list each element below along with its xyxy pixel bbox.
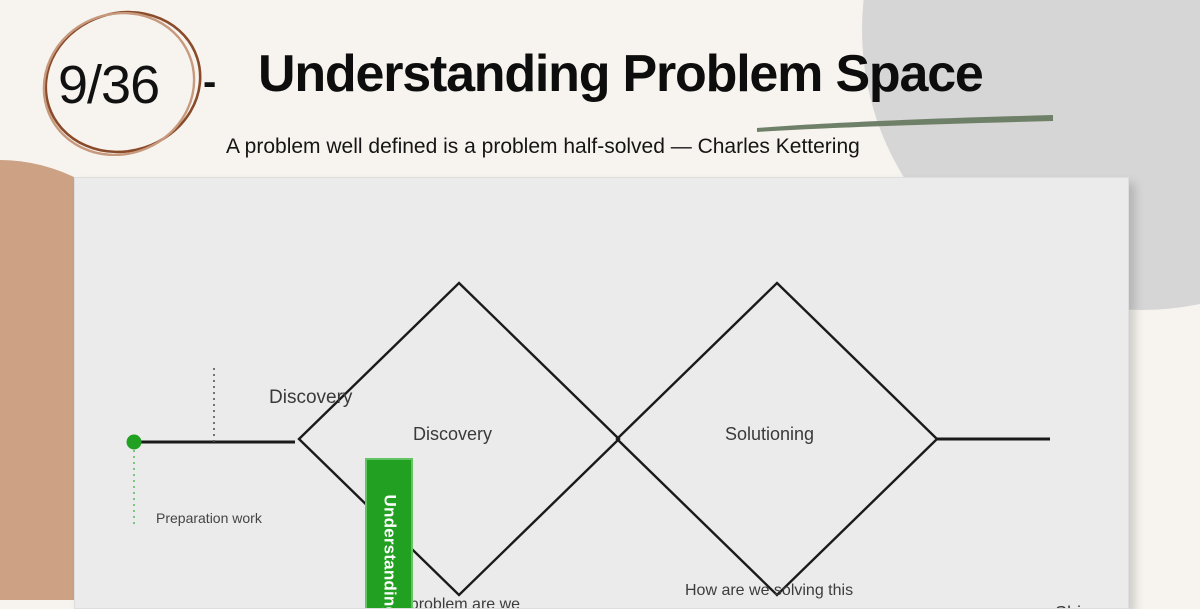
label-solutioning: Solutioning (725, 424, 815, 444)
slide-header: 9/36 - Understanding Problem Space A pro… (0, 0, 1200, 180)
page-title-row: Understanding Problem Space (258, 45, 984, 103)
page-subtitle: A problem well defined is a problem half… (226, 135, 860, 158)
double-diamond-diagram-graphic (126, 281, 1050, 597)
diamond-discovery (297, 281, 621, 597)
phase-bar-understanding-problem-space[interactable]: Understanding Problem Space (365, 458, 413, 608)
slide-counter-group: 9/36 (30, 8, 220, 156)
start-node-dot (126, 434, 142, 450)
label-discovery-diamond: Discovery (413, 424, 493, 444)
title-underline-stroke-icon (757, 115, 1053, 132)
page-title: Understanding Problem Space (258, 45, 984, 103)
label-preparation-work: Preparation work (156, 510, 262, 526)
label-ship: Ship (1055, 603, 1091, 608)
diamond-question-solutioning: How are we solving this problem ? (685, 582, 854, 599)
title-dash: - (203, 60, 217, 104)
slide-counter-text: 9/36 (58, 55, 160, 115)
diagram-panel: Discovery Discovery Solutioning Preparat… (74, 177, 1129, 609)
phase-bar-label: Understanding Problem Space (379, 494, 399, 608)
label-discovery-main: Discovery (269, 387, 353, 408)
diamond-solutioning (615, 281, 939, 597)
